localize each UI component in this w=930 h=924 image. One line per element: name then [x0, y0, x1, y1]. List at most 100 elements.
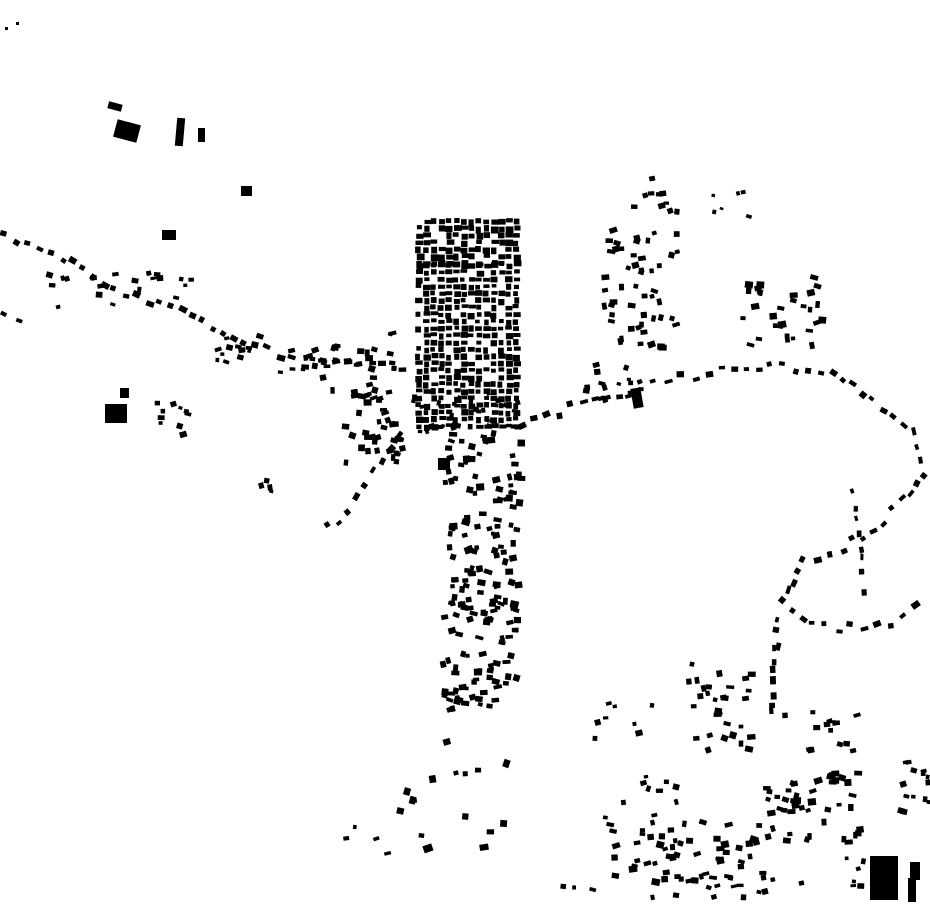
building: [438, 403, 444, 409]
building: [447, 477, 455, 486]
building: [446, 277, 454, 283]
building: [452, 475, 459, 482]
building: [183, 283, 188, 288]
building: [651, 812, 658, 818]
building: [506, 263, 513, 270]
building: [446, 706, 453, 713]
building: [689, 661, 695, 667]
building: [628, 380, 634, 386]
building: [437, 326, 445, 332]
building: [482, 247, 490, 254]
building: [446, 381, 452, 386]
building: [476, 232, 484, 240]
building: [303, 354, 309, 361]
building: [386, 350, 394, 357]
building: [529, 414, 538, 422]
building: [431, 416, 437, 423]
building: [498, 254, 506, 260]
building: [454, 422, 462, 429]
building: [178, 304, 189, 314]
building: [662, 869, 671, 876]
building: [769, 312, 778, 320]
building: [698, 873, 705, 880]
building: [711, 193, 716, 198]
building: [491, 353, 497, 360]
building: [505, 354, 513, 361]
building: [229, 334, 239, 343]
building: [832, 720, 837, 726]
building: [502, 402, 510, 409]
building: [431, 353, 439, 359]
building: [465, 485, 474, 494]
building: [469, 564, 475, 571]
building: [188, 277, 194, 282]
building: [220, 352, 225, 356]
building: [513, 277, 521, 282]
building: [713, 835, 721, 842]
building: [468, 368, 475, 372]
building: [736, 883, 744, 888]
building: [720, 734, 729, 743]
building: [756, 823, 763, 828]
building: [461, 233, 468, 240]
building: [720, 840, 730, 849]
building: [423, 311, 431, 316]
building: [504, 672, 512, 681]
building: [445, 304, 452, 311]
building: [492, 402, 499, 408]
building: [454, 403, 461, 408]
building: [498, 299, 505, 306]
building: [672, 892, 680, 899]
building: [606, 821, 615, 828]
building: [431, 269, 437, 275]
building: [740, 894, 747, 901]
building: [789, 292, 798, 299]
building: [482, 297, 491, 303]
building: [743, 367, 750, 372]
building: [490, 318, 496, 323]
building: [439, 660, 447, 669]
building: [907, 489, 915, 498]
building: [715, 856, 725, 865]
building: [438, 346, 444, 352]
building: [514, 395, 519, 401]
building: [922, 796, 928, 803]
building: [411, 399, 416, 404]
building: [658, 190, 667, 197]
building: [591, 396, 600, 402]
building: [113, 119, 141, 143]
building: [847, 534, 856, 542]
building: [462, 455, 472, 463]
building: [505, 312, 512, 317]
building: [492, 581, 501, 588]
building: [491, 475, 501, 484]
building: [514, 269, 520, 274]
building: [23, 240, 31, 247]
building: [841, 835, 847, 843]
building: [475, 284, 480, 290]
building: [506, 361, 513, 367]
building: [498, 388, 505, 394]
building: [453, 269, 460, 274]
building: [330, 387, 335, 394]
building: [463, 514, 471, 521]
building: [476, 340, 482, 345]
building: [480, 434, 487, 440]
building: [446, 409, 453, 415]
building: [460, 700, 470, 707]
building: [685, 678, 692, 685]
building: [855, 829, 862, 837]
building: [483, 333, 491, 339]
building: [365, 355, 373, 362]
building: [510, 539, 516, 547]
building: [12, 238, 21, 247]
building: [461, 346, 466, 352]
building: [813, 282, 822, 290]
building: [145, 270, 152, 277]
building: [506, 374, 514, 381]
building: [453, 298, 460, 304]
building: [759, 870, 767, 875]
building: [476, 270, 485, 277]
building: [446, 389, 452, 395]
building: [512, 673, 521, 683]
